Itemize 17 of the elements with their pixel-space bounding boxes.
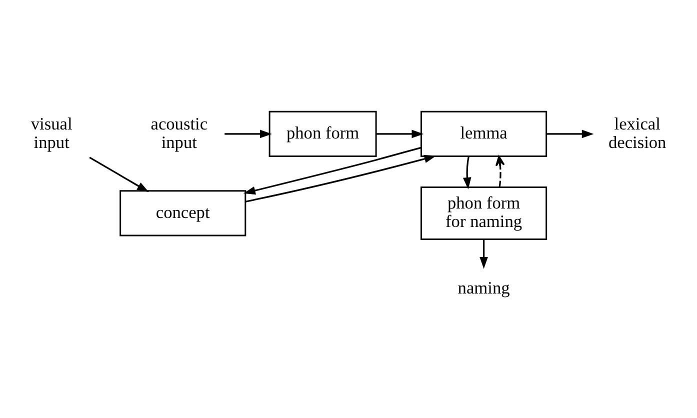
arrow (462, 156, 472, 189)
node-text: visual input (30, 114, 72, 152)
arrow (224, 129, 272, 138)
node-text: lexical decision (608, 114, 666, 152)
arrow (376, 129, 424, 138)
arrow (243, 146, 422, 194)
node-box: lemma (420, 110, 548, 156)
node-box: phon form (268, 110, 377, 156)
node-box: phon form for naming (420, 186, 548, 240)
arrow (245, 154, 436, 202)
arrow (546, 129, 594, 138)
arrow (89, 156, 149, 192)
node-text: acoustic input (150, 114, 208, 152)
node-text: naming (458, 278, 510, 297)
arrow (480, 239, 488, 268)
arrow (495, 155, 505, 186)
node-box: concept (120, 190, 246, 236)
